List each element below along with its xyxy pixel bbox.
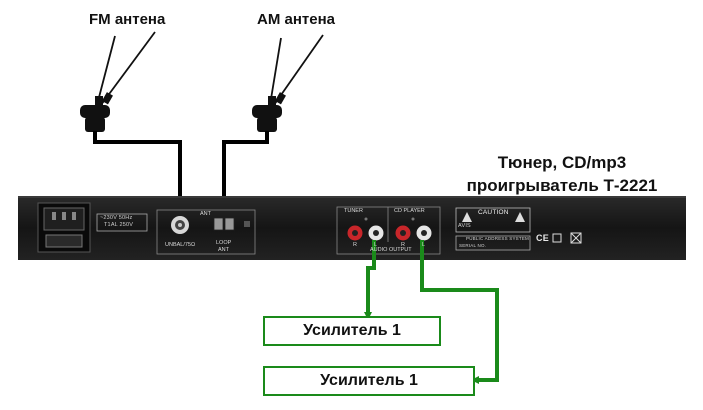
- amplifier-box-2: Усилитель 1: [263, 366, 475, 396]
- unbal-label: UNBAL/75Ω: [165, 242, 196, 248]
- device-rear-panel: [18, 196, 686, 260]
- device-caption: Тюнер, CD/mp3 проигрыватель Т-2221: [452, 151, 672, 197]
- cd-player-label: CD PLAYER: [394, 208, 425, 214]
- caution-label: CAUTION: [478, 209, 509, 216]
- am-antenna-icon: [252, 34, 324, 132]
- fm-antenna-cable: [93, 131, 182, 205]
- device-caption-line1: Тюнер, CD/mp3: [497, 153, 627, 172]
- power-rating-line2: T1AL 250V: [104, 222, 134, 228]
- cd-r-label: R: [401, 242, 405, 248]
- amplifier-label-1: Усилитель 1: [303, 322, 401, 339]
- tuner-output-cable: [364, 240, 376, 320]
- brand-label: AVIS: [458, 223, 471, 229]
- power-rating-line1: ~230V 50Hz: [100, 215, 133, 221]
- audio-output-label: AUDIO OUTPUT: [370, 247, 412, 253]
- ant-label: ANT: [200, 211, 211, 217]
- fm-antenna-icon: [80, 31, 156, 132]
- ce-mark: CE: [536, 233, 549, 243]
- loop-ant-label: ANT: [218, 247, 229, 253]
- amplifier-label-2: Усилитель 1: [320, 372, 418, 389]
- serial-label: SERIAL NO.: [459, 243, 487, 248]
- cd-output-cable: [420, 240, 499, 384]
- loop-label: LOOP: [216, 240, 232, 246]
- am-antenna-label: АМ антена: [257, 11, 335, 28]
- tuner-label: TUNER: [344, 208, 363, 214]
- device-caption-line2: проигрыватель Т-2221: [466, 176, 658, 195]
- cd-l-label: L: [422, 242, 426, 248]
- pa-system-label: PUBLIC ADDRESS SYSTEM: [466, 236, 529, 241]
- amplifier-box-1: Усилитель 1: [263, 316, 441, 346]
- tuner-l-label: L: [374, 242, 378, 248]
- fm-antenna-label: FM антена: [89, 11, 166, 28]
- tuner-r-label: R: [353, 242, 357, 248]
- am-antenna-cable: [222, 131, 269, 205]
